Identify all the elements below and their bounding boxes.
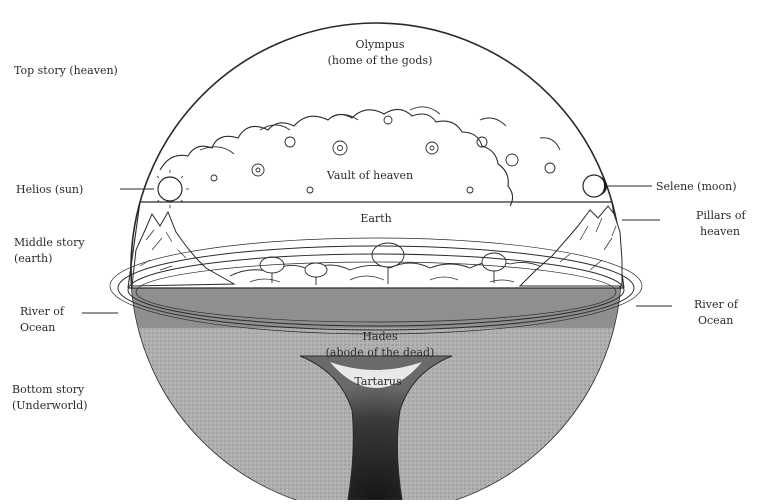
selene-label: Selene (moon) xyxy=(656,180,737,193)
helios-label: Helios (sun) xyxy=(16,183,83,196)
river-right-label-2: Ocean xyxy=(698,314,733,327)
river-right-label-1: River of xyxy=(694,298,738,311)
river-left-label-2: Ocean xyxy=(20,321,55,334)
hades-sublabel: (abode of the dead) xyxy=(326,346,435,359)
top-story-label: Top story (heaven) xyxy=(14,64,118,77)
river-left-label-1: River of xyxy=(20,305,64,318)
olympus-sublabel: (home of the gods) xyxy=(328,54,433,67)
earth-label: Earth xyxy=(360,212,391,225)
middle-story-label-1: Middle story xyxy=(14,236,85,249)
hades-label: Hades xyxy=(362,330,397,343)
tartarus-label: Tartarus xyxy=(354,375,401,388)
middle-story-label-2: (earth) xyxy=(14,252,52,265)
bottom-story-label-1: Bottom story xyxy=(12,383,84,396)
olympus-label: Olympus xyxy=(356,38,405,51)
pillars-label-2: heaven xyxy=(700,225,740,238)
vault-label: Vault of heaven xyxy=(327,169,413,182)
pillars-label-1: Pillars of xyxy=(696,209,746,222)
bottom-story-label-2: (Underworld) xyxy=(12,399,88,412)
